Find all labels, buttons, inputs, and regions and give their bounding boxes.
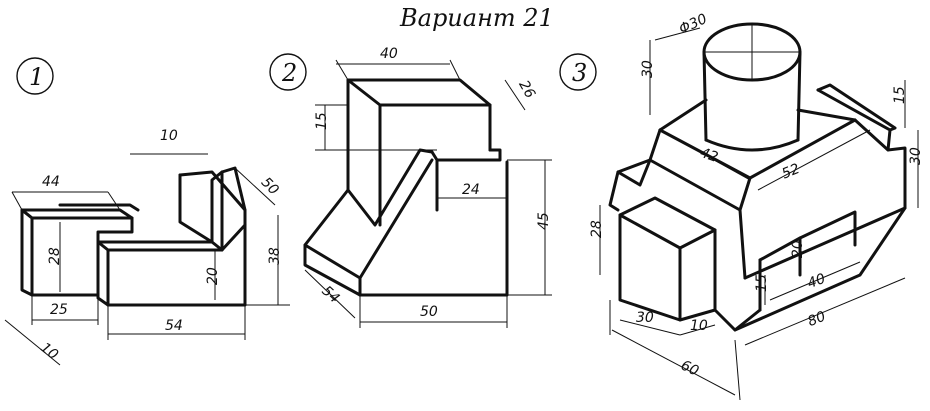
fig3-dim-42: 42	[698, 145, 720, 166]
fig1-dim-44: 44	[42, 174, 60, 190]
figure-1-number-circle	[16, 57, 54, 95]
fig2-slope	[358, 158, 434, 280]
figure-1-number: 1	[29, 63, 44, 91]
fig1-left-step	[96, 216, 134, 244]
figure-1-dimensions: 44 10 50 28 20 38 25 54	[4, 128, 290, 366]
fig3-cylinder-left	[702, 50, 708, 142]
figure-3-part	[608, 22, 907, 332]
fig3-dim-10: 10	[690, 318, 708, 334]
fig3-cube-front	[618, 213, 682, 322]
fig3-cylinder-base	[704, 138, 800, 152]
fig3-dim-40: 40	[805, 271, 827, 292]
fig3-dim-28: 28	[589, 220, 605, 238]
fig3-dim-80: 80	[806, 308, 829, 330]
fig1-dim-25: 25	[50, 302, 68, 318]
figure-1: 1	[4, 57, 290, 366]
fig3-dim-phi30: Φ30	[677, 11, 710, 38]
fig2-base-left	[303, 188, 362, 297]
fig1-lower-top	[96, 240, 224, 252]
fig3-platform-right-back	[796, 108, 857, 122]
fig1-lower-front	[106, 223, 247, 307]
fig3-platform-left-face	[648, 128, 752, 212]
figure-3-number-circle	[559, 53, 597, 91]
fig3-dim-30-right: 30	[908, 147, 924, 165]
fig3-base-edge	[733, 308, 762, 332]
fig3-dim-15-top: 15	[892, 86, 908, 104]
fig1-dim-10: 10	[160, 128, 178, 144]
fig3-cube-side	[678, 228, 717, 322]
fig1-lower-side	[96, 240, 110, 307]
fig1-back-edge	[58, 203, 140, 212]
figure-2-number: 2	[281, 59, 297, 87]
fig2-dim-45: 45	[536, 212, 552, 230]
figure-3: 3	[559, 11, 924, 401]
fig3-arch-top	[798, 210, 857, 247]
figure-1-part	[20, 166, 247, 307]
fig3-left-wing	[608, 158, 652, 212]
fig1-pillar-edge	[220, 223, 247, 252]
fig2-dim-15: 15	[314, 112, 330, 130]
fig3-right-tab-top	[816, 83, 897, 132]
fig3-base-front	[713, 206, 907, 332]
fig1-dim-54: 54	[165, 318, 183, 334]
fig1-dim-38: 38	[267, 247, 283, 265]
fig2-dim-50: 50	[420, 304, 438, 320]
fig2-dim-26: 26	[515, 78, 538, 102]
fig2-notch-back	[430, 148, 502, 162]
fig3-dim-52: 52	[780, 161, 803, 183]
fig1-pillar-top	[178, 170, 247, 227]
fig1-dim-28: 28	[47, 247, 63, 265]
figure-2-number-circle	[269, 53, 307, 91]
figure-2: 2 40 26	[269, 46, 552, 328]
fig3-cylinder-right	[796, 50, 802, 142]
fig1-dim-50: 50	[258, 174, 282, 198]
fig2-dim-24: 24	[462, 182, 480, 198]
fig2-notch	[346, 148, 434, 227]
fig1-left-top	[20, 208, 134, 220]
fig3-dim-30-cyl: 30	[640, 60, 656, 78]
fig3-right-body	[743, 146, 907, 280]
fig3-cube-top	[618, 196, 717, 250]
fig2-upright-top	[346, 78, 492, 107]
fig3-dim-30: 30	[636, 310, 654, 326]
fig3-right-tab	[816, 88, 892, 152]
fig3-dim-15: 15	[754, 274, 770, 292]
fig3-dim-20: 20	[790, 240, 806, 258]
fig3-platform-left-back	[658, 98, 708, 132]
variant-title: Вариант 21	[400, 4, 554, 32]
figure-3-number: 3	[572, 59, 587, 87]
fig3-front-edge	[738, 208, 747, 280]
fig2-dim-40: 40	[380, 46, 398, 62]
fig1-dim-20: 20	[205, 267, 221, 285]
fig1-slot-inner	[178, 173, 214, 244]
fig1-dim-10-bottom: 10	[37, 340, 61, 364]
fig3-dim-60: 60	[678, 358, 701, 380]
fig1-left-front	[30, 216, 100, 297]
fig3-left-wing-top	[616, 158, 652, 187]
figure-3-dimensions: Φ30 30 42 52 15 30 28 20 15 40	[589, 11, 924, 401]
